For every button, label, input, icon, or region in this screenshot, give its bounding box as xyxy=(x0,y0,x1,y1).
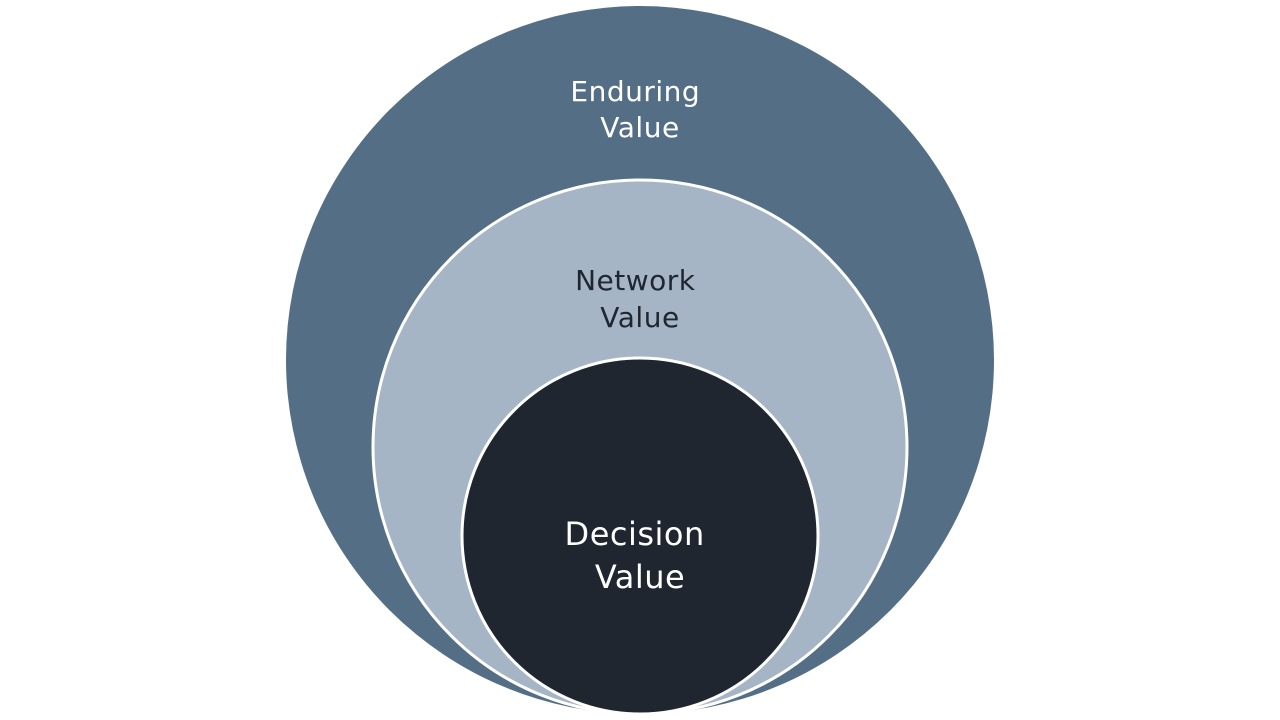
inner-label-line2: Value xyxy=(595,558,685,596)
inner-label-line1: Decision xyxy=(565,515,705,553)
outer-circle-label: Enduring Value xyxy=(570,75,709,144)
outer-label-line2: Value xyxy=(600,111,679,144)
middle-circle-label: Network Value xyxy=(575,264,705,334)
middle-label-line2: Value xyxy=(600,301,679,334)
middle-label-line1: Network xyxy=(575,264,696,297)
inner-circle-decision xyxy=(460,356,820,716)
outer-label-line1: Enduring xyxy=(570,75,700,108)
inner-circle-label: Decision Value xyxy=(565,515,716,596)
